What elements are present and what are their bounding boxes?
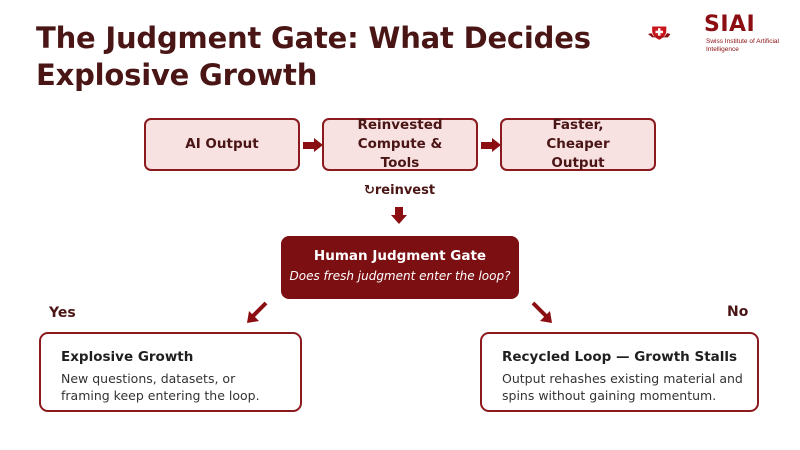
siai-logo-icon xyxy=(648,26,671,40)
down-left-arrow-icon xyxy=(247,301,268,323)
outcome-explosive-growth: Explosive Growth New questions, datasets… xyxy=(39,332,302,412)
flow-box-label: Reinvested Compute & Tools xyxy=(357,117,443,171)
gate-title: Human Judgment Gate xyxy=(313,248,487,264)
flow-box-reinvested: Reinvested Compute & Tools xyxy=(322,117,478,171)
down-right-arrow-icon xyxy=(531,301,552,323)
flow-box-faster-output: Faster, Cheaper Output xyxy=(500,117,656,171)
judgment-gate-box: Human Judgment Gate Does fresh judgment … xyxy=(281,236,519,299)
outcome-description: Output rehashes existing material and sp… xyxy=(502,371,743,403)
outcome-description: New questions, datasets, or framing keep… xyxy=(61,371,260,403)
flow-box-ai-output: AI Output xyxy=(144,118,300,171)
outcome-recycled-loop: Recycled Loop — Growth Stalls Output reh… xyxy=(480,332,759,412)
gate-question: Does fresh judgment enter the loop? xyxy=(289,269,511,283)
outcome-title: Recycled Loop — Growth Stalls xyxy=(502,349,738,365)
reinvest-label: ↻reinvest xyxy=(364,183,436,198)
no-label: No xyxy=(727,304,749,320)
outcome-title: Explosive Growth xyxy=(61,349,194,365)
logo-wordmark: SIAI xyxy=(704,12,756,37)
page-title: The Judgment Gate: What Decides Explosiv… xyxy=(36,21,591,92)
yes-label: Yes xyxy=(49,305,76,321)
flow-box-label: Faster, Cheaper Output xyxy=(546,117,610,171)
flow-box-label: AI Output xyxy=(185,136,259,152)
logo-subtitle: Swiss Institute of Artificial Intelligen… xyxy=(706,38,779,53)
